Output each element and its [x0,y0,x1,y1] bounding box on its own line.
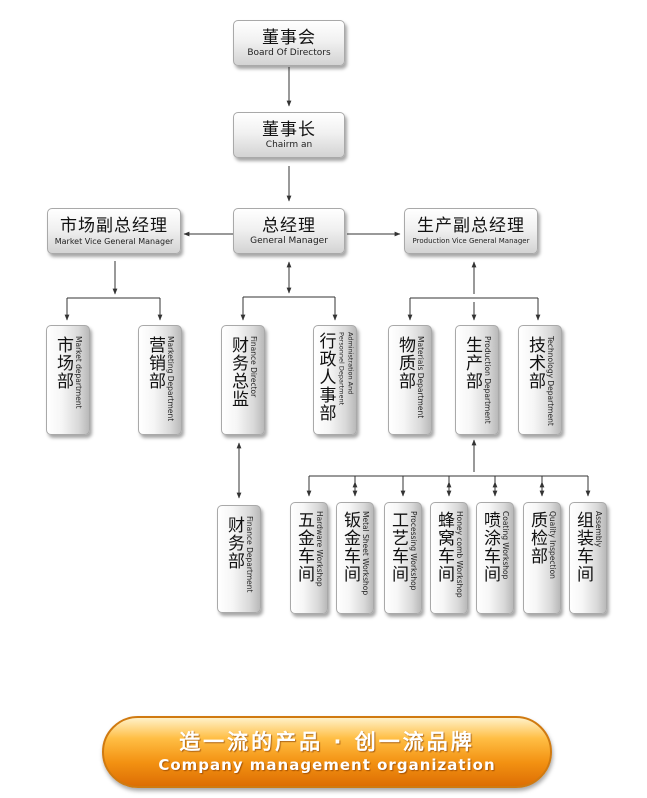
finance-director-zh-label: 财务总监 [228,336,248,408]
production-dept-en-label: Production Department [483,336,492,424]
materials-dept-box: 物质部 Materials Department [388,325,432,435]
materials-dept-zh-label: 物质部 [395,336,415,390]
chairman-box: 董事长 Chairm an [233,112,345,158]
coating-workshop-zh-label: 喷涂车间 [480,511,500,583]
hardware-workshop-box: 五金车间 Hardware Workshop [290,502,328,614]
board-zh-label: 董事会 [262,27,316,48]
technology-dept-zh-label: 技术部 [525,336,545,390]
hardware-workshop-en-label: Hardware Workshop [315,511,324,587]
general-manager-box: 总经理 General Manager [233,208,345,254]
finance-director-en-label: Finance Director [249,336,258,398]
sheet-metal-workshop-en-label: Metal Sheet Workshop [361,511,370,596]
marketing-dept-en-label: Marketing Department [166,336,175,422]
admin-hr-dept-zh-label: 行政人事部 [315,332,336,422]
banner-slogan: 造一流的产品 · 创一流品牌 [179,730,475,754]
gm-zh-label: 总经理 [262,215,316,236]
market-vp-box: 市场副总经理 Market Vice General Manager [47,208,181,254]
honeycomb-workshop-box: 蜂窝车间 Honey comb Workshop [430,502,468,614]
production-dept-zh-label: 生产部 [462,336,482,390]
coating-workshop-box: 喷涂车间 Coating Workshop [476,502,514,614]
hardware-workshop-zh-label: 五金车间 [294,511,314,583]
assembly-workshop-zh-label: 组装车间 [573,511,593,583]
coating-workshop-en-label: Coating Workshop [501,511,510,580]
gm-en-label: General Manager [250,235,328,246]
market-dept-box: 市场部 Market department [46,325,90,435]
market-dept-en-label: Market department [74,336,83,409]
board-of-directors-box: 董事会 Board Of Directors [233,20,345,66]
banner-subtitle: Company management organization [158,756,496,774]
processing-workshop-box: 工艺车间 Processing Workshop [384,502,422,614]
marketing-dept-zh-label: 营销部 [145,336,165,390]
chairman-en-label: Chairm an [265,139,313,150]
honeycomb-workshop-zh-label: 蜂窝车间 [434,511,454,583]
technology-dept-en-label: Technology Department [546,336,555,426]
processing-workshop-en-label: Processing Workshop [409,511,418,591]
materials-dept-en-label: Materials Department [416,336,425,419]
processing-workshop-zh-label: 工艺车间 [388,511,408,583]
finance-dept-box: 财务部 Finance Department [217,505,261,613]
quality-inspection-en-label: Quality Inspection [548,511,557,579]
finance-director-box: 财务总监 Finance Director [221,325,265,435]
honeycomb-workshop-en-label: Honey comb Workshop [455,511,464,598]
market-vp-en-label: Market Vice General Manager [54,236,174,246]
assembly-workshop-box: 组装车间 Assembly [569,502,607,614]
finance-dept-zh-label: 财务部 [224,516,244,570]
production-dept-box: 生产部 Production Department [455,325,499,435]
sheet-metal-workshop-box: 钣金车间 Metal Sheet Workshop [336,502,374,614]
quality-inspection-zh-label: 质检部 [527,511,547,565]
finance-dept-en-label: Finance Department [245,516,254,593]
production-vp-box: 生产副总经理 Production Vice General Manager [404,208,538,254]
technology-dept-box: 技术部 Technology Department [518,325,562,435]
sheet-metal-workshop-zh-label: 钣金车间 [340,511,360,583]
marketing-dept-box: 营销部 Marketing Department [138,325,182,435]
production-vp-en-label: Production Vice General Manager [412,236,530,245]
admin-hr-dept-box: 行政人事部 Administration And Personnel Depar… [313,325,357,435]
quality-inspection-box: 质检部 Quality Inspection [523,502,561,614]
slogan-banner: 造一流的产品 · 创一流品牌 Company management organi… [102,716,552,788]
market-dept-zh-label: 市场部 [53,336,73,390]
chairman-zh-label: 董事长 [262,119,316,140]
board-en-label: Board Of Directors [247,47,331,58]
admin-hr-dept-en-label: Administration And Personnel Department [337,332,355,406]
production-vp-zh-label: 生产副总经理 [417,215,525,236]
assembly-workshop-en-label: Assembly [594,511,603,548]
market-vp-zh-label: 市场副总经理 [60,215,168,236]
